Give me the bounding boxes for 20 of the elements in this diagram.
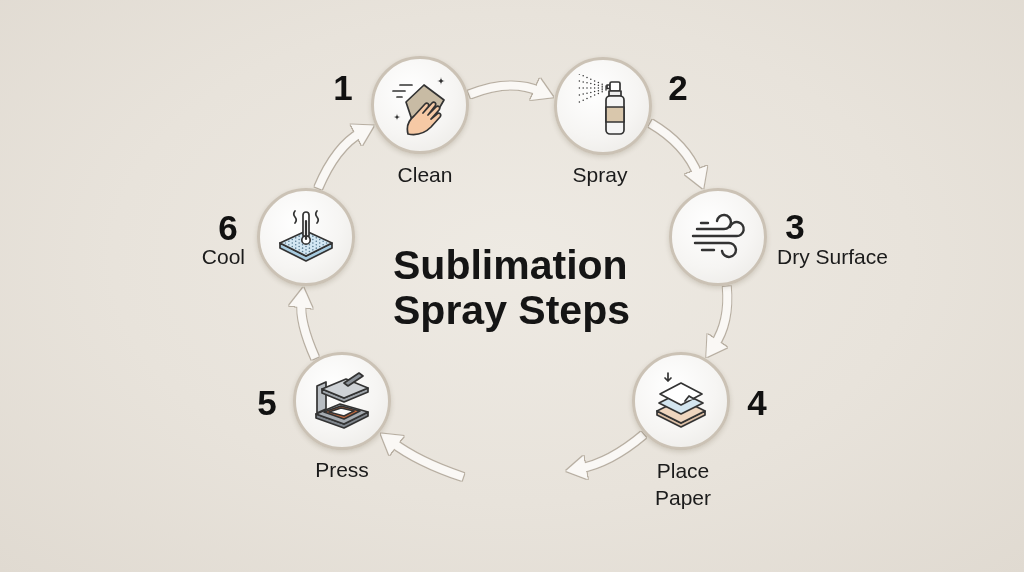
step-number: 2 bbox=[668, 70, 688, 106]
diagram-title: Sublimation Spray Steps bbox=[393, 243, 631, 333]
step-label: Spray bbox=[572, 163, 628, 187]
arrow bbox=[289, 287, 319, 360]
step-label: Place Paper bbox=[655, 458, 711, 511]
step-number: 5 bbox=[257, 385, 277, 421]
step-label: Cool bbox=[201, 245, 245, 269]
arrow bbox=[380, 433, 465, 481]
arrow bbox=[468, 78, 554, 101]
arrow bbox=[706, 286, 732, 358]
step-label: Clean bbox=[397, 163, 453, 187]
arrow bbox=[648, 119, 707, 189]
arrow bbox=[314, 124, 374, 190]
step-number: 1 bbox=[333, 70, 353, 106]
arrow bbox=[566, 431, 647, 479]
step-number: 3 bbox=[785, 209, 805, 245]
step-number: 6 bbox=[218, 210, 238, 246]
step-label: Press bbox=[315, 458, 369, 482]
step-label: Dry Surface bbox=[777, 245, 888, 269]
step-number: 4 bbox=[747, 385, 767, 421]
